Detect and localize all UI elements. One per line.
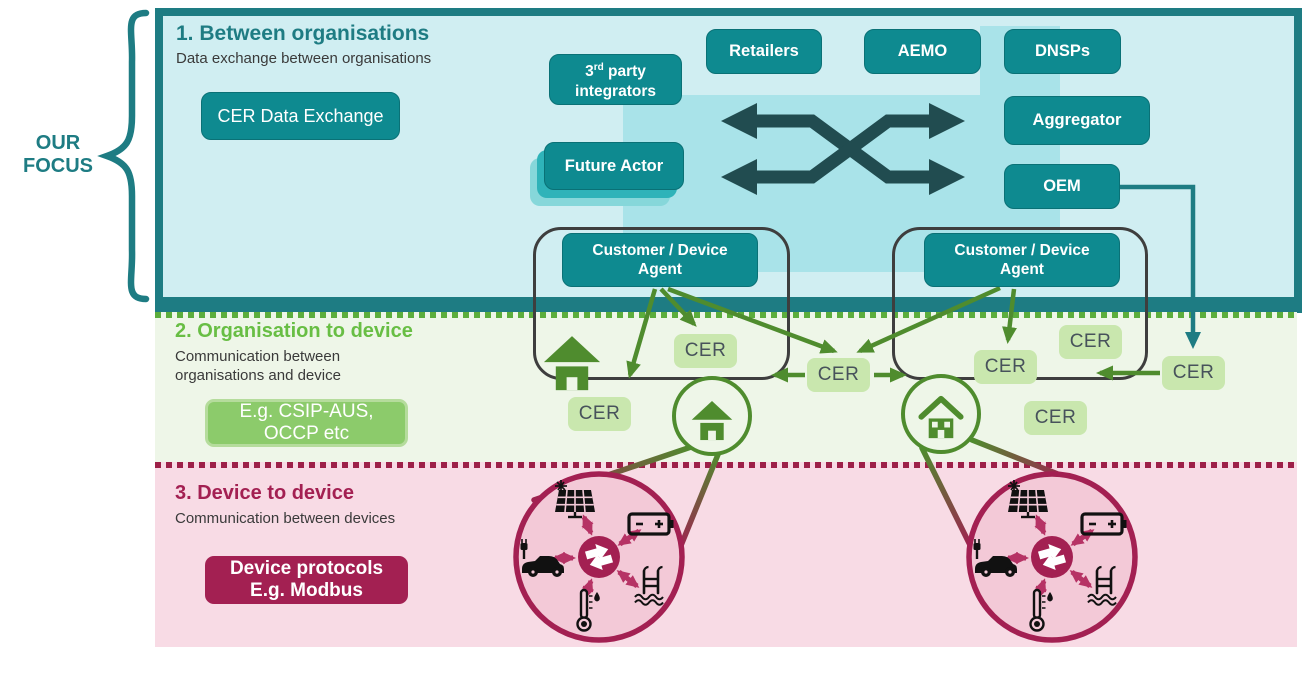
- device-protocols-line2: E.g. Modbus: [250, 580, 363, 601]
- section1-title: 1. Between organisations: [176, 22, 430, 45]
- device-protocols-badge: Device protocols E.g. Modbus: [205, 556, 408, 604]
- csip-aus-line2: OCCP etc: [263, 423, 350, 444]
- cer-chip-right-bottom: CER: [1024, 401, 1087, 435]
- cer-data-exchange-box: CER Data Exchange: [201, 92, 400, 140]
- device-protocols-line1: Device protocols: [229, 558, 384, 579]
- future-actor-box: Future Actor: [544, 142, 684, 190]
- section3-title: 3. Device to device: [175, 482, 354, 504]
- our-focus-label: OUR FOCUS: [10, 132, 106, 178]
- section2-subtitle: Communication between organisations and …: [175, 347, 341, 385]
- section1-subtitle: Data exchange between organisations: [176, 50, 432, 67]
- aggregator-box: Aggregator: [1004, 96, 1150, 145]
- cer-chip-far-right: CER: [1162, 356, 1225, 390]
- dnsps-box: DNSPs: [1004, 29, 1121, 74]
- third-party-line1: 3rd party: [585, 62, 646, 81]
- aggregator-label: Aggregator: [1032, 111, 1122, 129]
- cer-chip-right-top: CER: [1059, 325, 1122, 359]
- focus-brace: [97, 9, 150, 303]
- cer-chip-middle: CER: [807, 358, 870, 392]
- cer-chip-left-bottom: CER: [568, 397, 631, 431]
- csip-aus-badge: E.g. CSIP-AUS, OCCP etc: [205, 399, 408, 447]
- oem-label: OEM: [1043, 177, 1081, 195]
- section2-title: 2. Organisation to device: [175, 320, 413, 342]
- section2-subtitle-line2: organisations and device: [175, 367, 341, 384]
- csip-aus-line1: E.g. CSIP-AUS,: [239, 401, 374, 422]
- aemo-box: AEMO: [864, 29, 981, 74]
- section3-subtitle: Communication between devices: [175, 510, 396, 527]
- our-focus-line1: OUR: [35, 132, 81, 154]
- customer-device-agent-left-box: Customer / Device Agent: [562, 233, 758, 287]
- cer-data-exchange-label: CER Data Exchange: [217, 105, 384, 126]
- agent-left-line2: Agent: [638, 261, 682, 278]
- customer-device-agent-right-box: Customer / Device Agent: [924, 233, 1120, 287]
- section3-dotted-border: [155, 462, 1297, 468]
- aemo-label: AEMO: [897, 42, 948, 60]
- dnsps-label: DNSPs: [1034, 42, 1091, 60]
- agent-right-line1: Customer / Device: [954, 242, 1090, 259]
- retailers-box: Retailers: [706, 29, 822, 74]
- our-focus-line2: FOCUS: [23, 155, 93, 177]
- agent-left-line1: Customer / Device: [592, 242, 728, 259]
- retailers-label: Retailers: [729, 42, 799, 60]
- future-actor-label: Future Actor: [564, 156, 664, 175]
- cer-chip-left-top: CER: [674, 334, 737, 368]
- section2-subtitle-line1: Communication between: [175, 348, 341, 365]
- third-party-integrators-box: 3rd party integrators: [549, 54, 682, 105]
- third-party-line2: integrators: [575, 82, 656, 100]
- cer-chip-right-mid: CER: [974, 350, 1037, 384]
- agent-right-line2: Agent: [1000, 261, 1044, 278]
- oem-box: OEM: [1004, 164, 1120, 209]
